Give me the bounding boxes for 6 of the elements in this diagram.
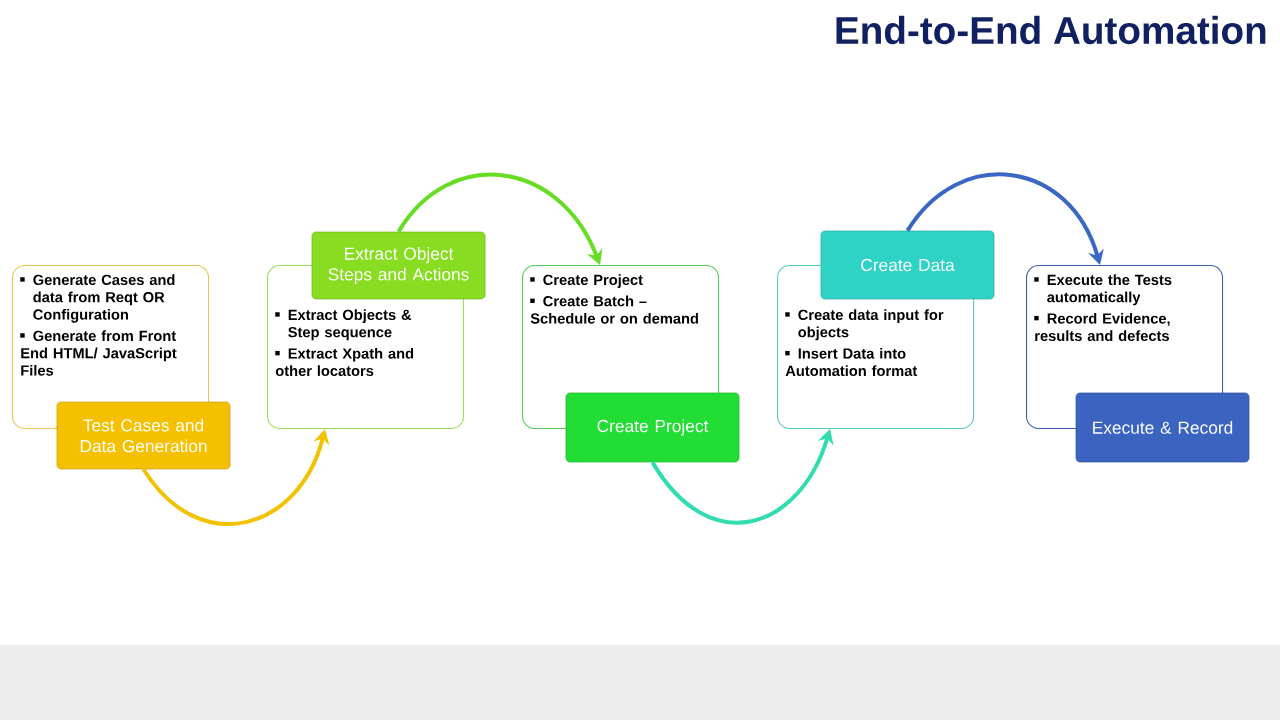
- slide-title: End-to-End Automation: [836, 15, 1266, 45]
- title-box: Execute & Record: [1075, 392, 1250, 463]
- title-box: Test Cases and Data Generation: [56, 401, 231, 470]
- title-box: Extract Object Steps and Actions: [311, 231, 486, 300]
- title-box: Create Data: [820, 230, 995, 300]
- title-box: Create Project: [565, 392, 740, 463]
